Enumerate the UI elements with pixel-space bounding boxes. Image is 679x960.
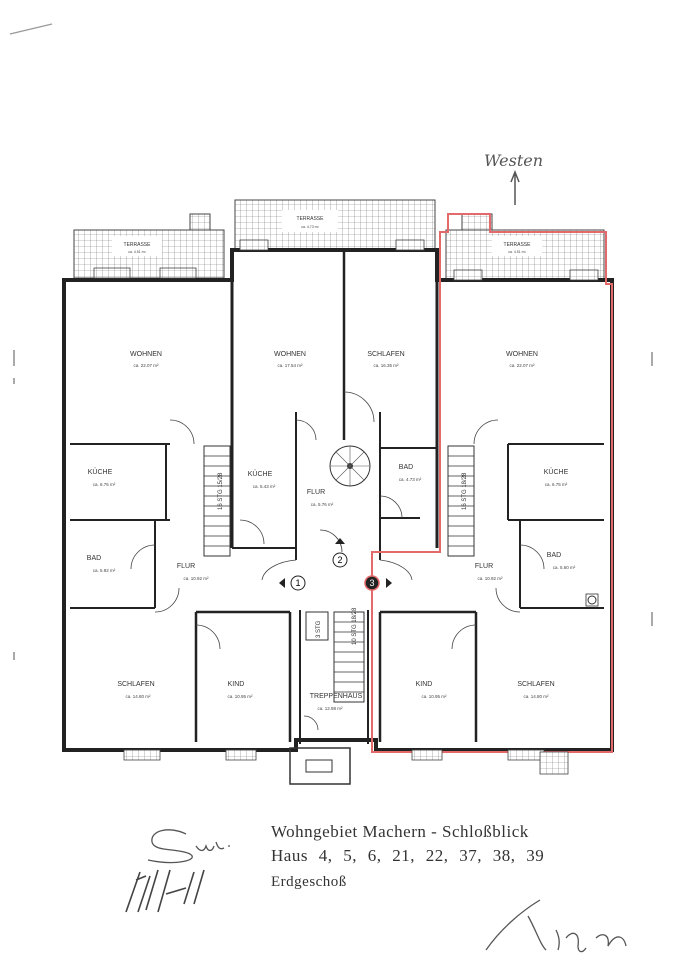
stair-label: 16 STG 18/28: [462, 472, 468, 510]
room-area: ca. 17.54 m²: [277, 363, 303, 368]
room-area: ca. 5.76 m²: [311, 502, 334, 507]
room-name: KÜCHE: [248, 470, 273, 478]
room-wohnen-right: WOHNEN ca. 22.07 m²: [506, 351, 538, 368]
unit-marker-2: 2: [332, 538, 348, 568]
room-schlafen-mid: SCHLAFEN ca. 16.35 m²: [367, 351, 404, 368]
title-line-3: Erdgeschoß: [271, 874, 347, 890]
room-area: ca. 5.43 m²: [253, 484, 276, 489]
room-area: ca. 4.51 m²: [508, 250, 526, 254]
orientation-label: Westen: [484, 151, 543, 170]
room-area: ca. 16.35 m²: [373, 363, 399, 368]
svg-text:1: 1: [295, 578, 300, 588]
room-kueche-right: KÜCHE ca. 6.75 m²: [544, 468, 569, 487]
stair-small: 3 STG: [305, 611, 329, 641]
stair-label: 3 STG: [316, 620, 322, 638]
room-name: FLUR: [475, 563, 493, 570]
svg-text:2: 2: [337, 555, 342, 565]
interior-walls: [70, 250, 604, 744]
door-swings: [130, 391, 545, 731]
room-name: KÜCHE: [88, 468, 113, 476]
room-name: TERRASSE: [297, 216, 325, 222]
room-area: ca. 4.73 m²: [399, 477, 422, 482]
room-name: WOHNEN: [130, 351, 162, 358]
room-area: ca. 22.07 m²: [133, 363, 159, 368]
stair-label: 16 STG 15/28: [218, 472, 224, 510]
washer-icon: [587, 595, 597, 605]
room-name: WOHNEN: [274, 351, 306, 358]
room-schlafen-left: SCHLAFEN ca. 14.80 m²: [117, 681, 154, 699]
room-kueche-mid: KÜCHE ca. 5.43 m²: [248, 470, 276, 489]
room-area: ca. 14.80 m²: [523, 694, 549, 699]
windows: [93, 239, 599, 775]
room-flur-right: FLUR ca. 10.92 m²: [475, 563, 503, 581]
room-name: WOHNEN: [506, 351, 538, 358]
spiral-stair: [329, 445, 371, 487]
unit-marker-3: 3: [364, 575, 392, 591]
room-name: FLUR: [177, 563, 195, 570]
room-name: TERRASSE: [124, 242, 152, 248]
signature-3: [485, 899, 627, 953]
room-area: ca. 10.92 m²: [477, 576, 503, 581]
room-wohnen-left: WOHNEN ca. 22.07 m²: [130, 351, 162, 368]
svg-text:3: 3: [369, 578, 374, 588]
room-name: KIND: [228, 681, 245, 688]
signature-1: [147, 829, 230, 864]
room-kind-left: KIND ca. 10.95 m²: [227, 681, 253, 699]
room-area: ca. 22.07 m²: [509, 363, 535, 368]
room-area: ca. 10.95 m²: [421, 694, 447, 699]
room-name: TREPPENHAUS: [310, 693, 363, 700]
room-name: SCHLAFEN: [117, 681, 154, 688]
room-name: SCHLAFEN: [367, 351, 404, 358]
room-name: BAD: [87, 555, 101, 562]
north-arrow-icon: [510, 169, 520, 205]
room-kueche-left: KÜCHE ca. 6.75 m²: [88, 468, 116, 487]
unit-highlight: [371, 213, 613, 753]
room-bad-right: BAD ca. 5.60 m²: [547, 552, 576, 570]
stair-label: 10 STG 18/28: [352, 607, 358, 645]
room-area: ca. 6.75 m²: [545, 482, 568, 487]
room-area: ca. 5.60 m²: [553, 565, 576, 570]
stair-left: 16 STG 15/28: [203, 445, 231, 557]
room-area: ca. 6.75 m²: [93, 482, 116, 487]
title-line-1: Wohngebiet Machern - Schloßblick: [271, 822, 529, 841]
room-name: BAD: [399, 464, 413, 471]
stair-right: 16 STG 18/28: [447, 445, 475, 557]
room-bad-mid: BAD ca. 4.73 m²: [399, 464, 422, 482]
room-area: ca. 10.92 m²: [183, 576, 209, 581]
room-treppenhaus: TREPPENHAUS ca. 12.98 m²: [310, 693, 363, 711]
room-area: ca. 5.92 m²: [93, 568, 116, 573]
room-schlafen-right: SCHLAFEN ca. 14.80 m²: [517, 681, 554, 699]
room-area: ca. 10.95 m²: [227, 694, 253, 699]
room-name: FLUR: [307, 489, 325, 496]
room-name: SCHLAFEN: [517, 681, 554, 688]
room-flur-mid: FLUR ca. 5.76 m²: [307, 489, 334, 507]
title-line-2: Haus 4, 5, 6, 21, 22, 37, 38, 39: [271, 846, 545, 865]
room-area: ca. 4.51 m²: [128, 250, 146, 254]
entry-canopy: [289, 747, 351, 785]
signature-2: [125, 869, 205, 913]
room-area: ca. 12.98 m²: [317, 706, 343, 711]
room-bad-left: BAD ca. 5.92 m²: [87, 555, 116, 573]
room-name: KÜCHE: [544, 468, 569, 476]
room-name: BAD: [547, 552, 561, 559]
room-area: ca. 14.80 m²: [125, 694, 151, 699]
room-name: KIND: [416, 681, 433, 688]
unit-marker-1: 1: [279, 575, 306, 591]
room-flur-left: FLUR ca. 10.92 m²: [177, 563, 209, 581]
stair-center: 10 STG 18/28: [333, 607, 365, 703]
room-name: TERRASSE: [504, 242, 532, 248]
room-kind-right: KIND ca. 10.95 m²: [416, 681, 447, 699]
scan-mark: [9, 23, 53, 35]
building-outline: [62, 248, 614, 752]
room-area: ca. 4.73 m²: [301, 225, 319, 229]
room-wohnen-mid: WOHNEN ca. 17.54 m²: [274, 351, 306, 368]
